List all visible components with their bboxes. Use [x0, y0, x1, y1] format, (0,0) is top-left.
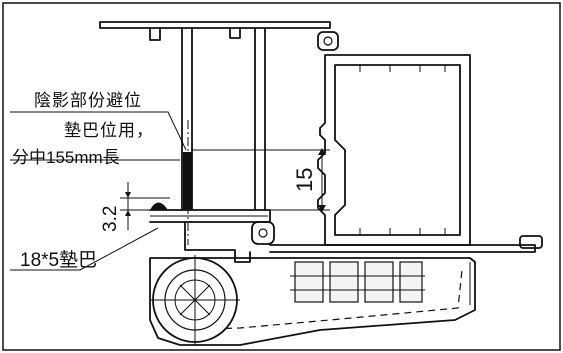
top-profile: [99, 21, 331, 41]
lower-right-rail: [269, 235, 543, 253]
foam-blocks: [290, 261, 425, 303]
bottom-gasket: [251, 221, 275, 245]
sash-profile: [317, 54, 471, 246]
note-pad-position: 墊巴位用，: [64, 121, 154, 140]
pad-size-label: 18*5墊巴: [20, 249, 97, 271]
note-center-length: 分中155mm長: [12, 148, 120, 167]
sill-profile: [149, 209, 271, 223]
roller-wheel: [150, 255, 240, 345]
dimension-3-2-label: 3.2: [100, 206, 121, 232]
shaded-pad: [183, 152, 192, 210]
pad-bead: [150, 202, 168, 210]
note-shadow-area: 陰影部份避位: [34, 91, 142, 110]
left-mullion-profile: [181, 27, 266, 211]
leaders: [10, 111, 187, 271]
dimension-15: [195, 148, 330, 212]
dimension-15-label: 15: [292, 168, 317, 192]
dimension-3-2: [120, 182, 170, 230]
top-gasket: [317, 31, 339, 51]
